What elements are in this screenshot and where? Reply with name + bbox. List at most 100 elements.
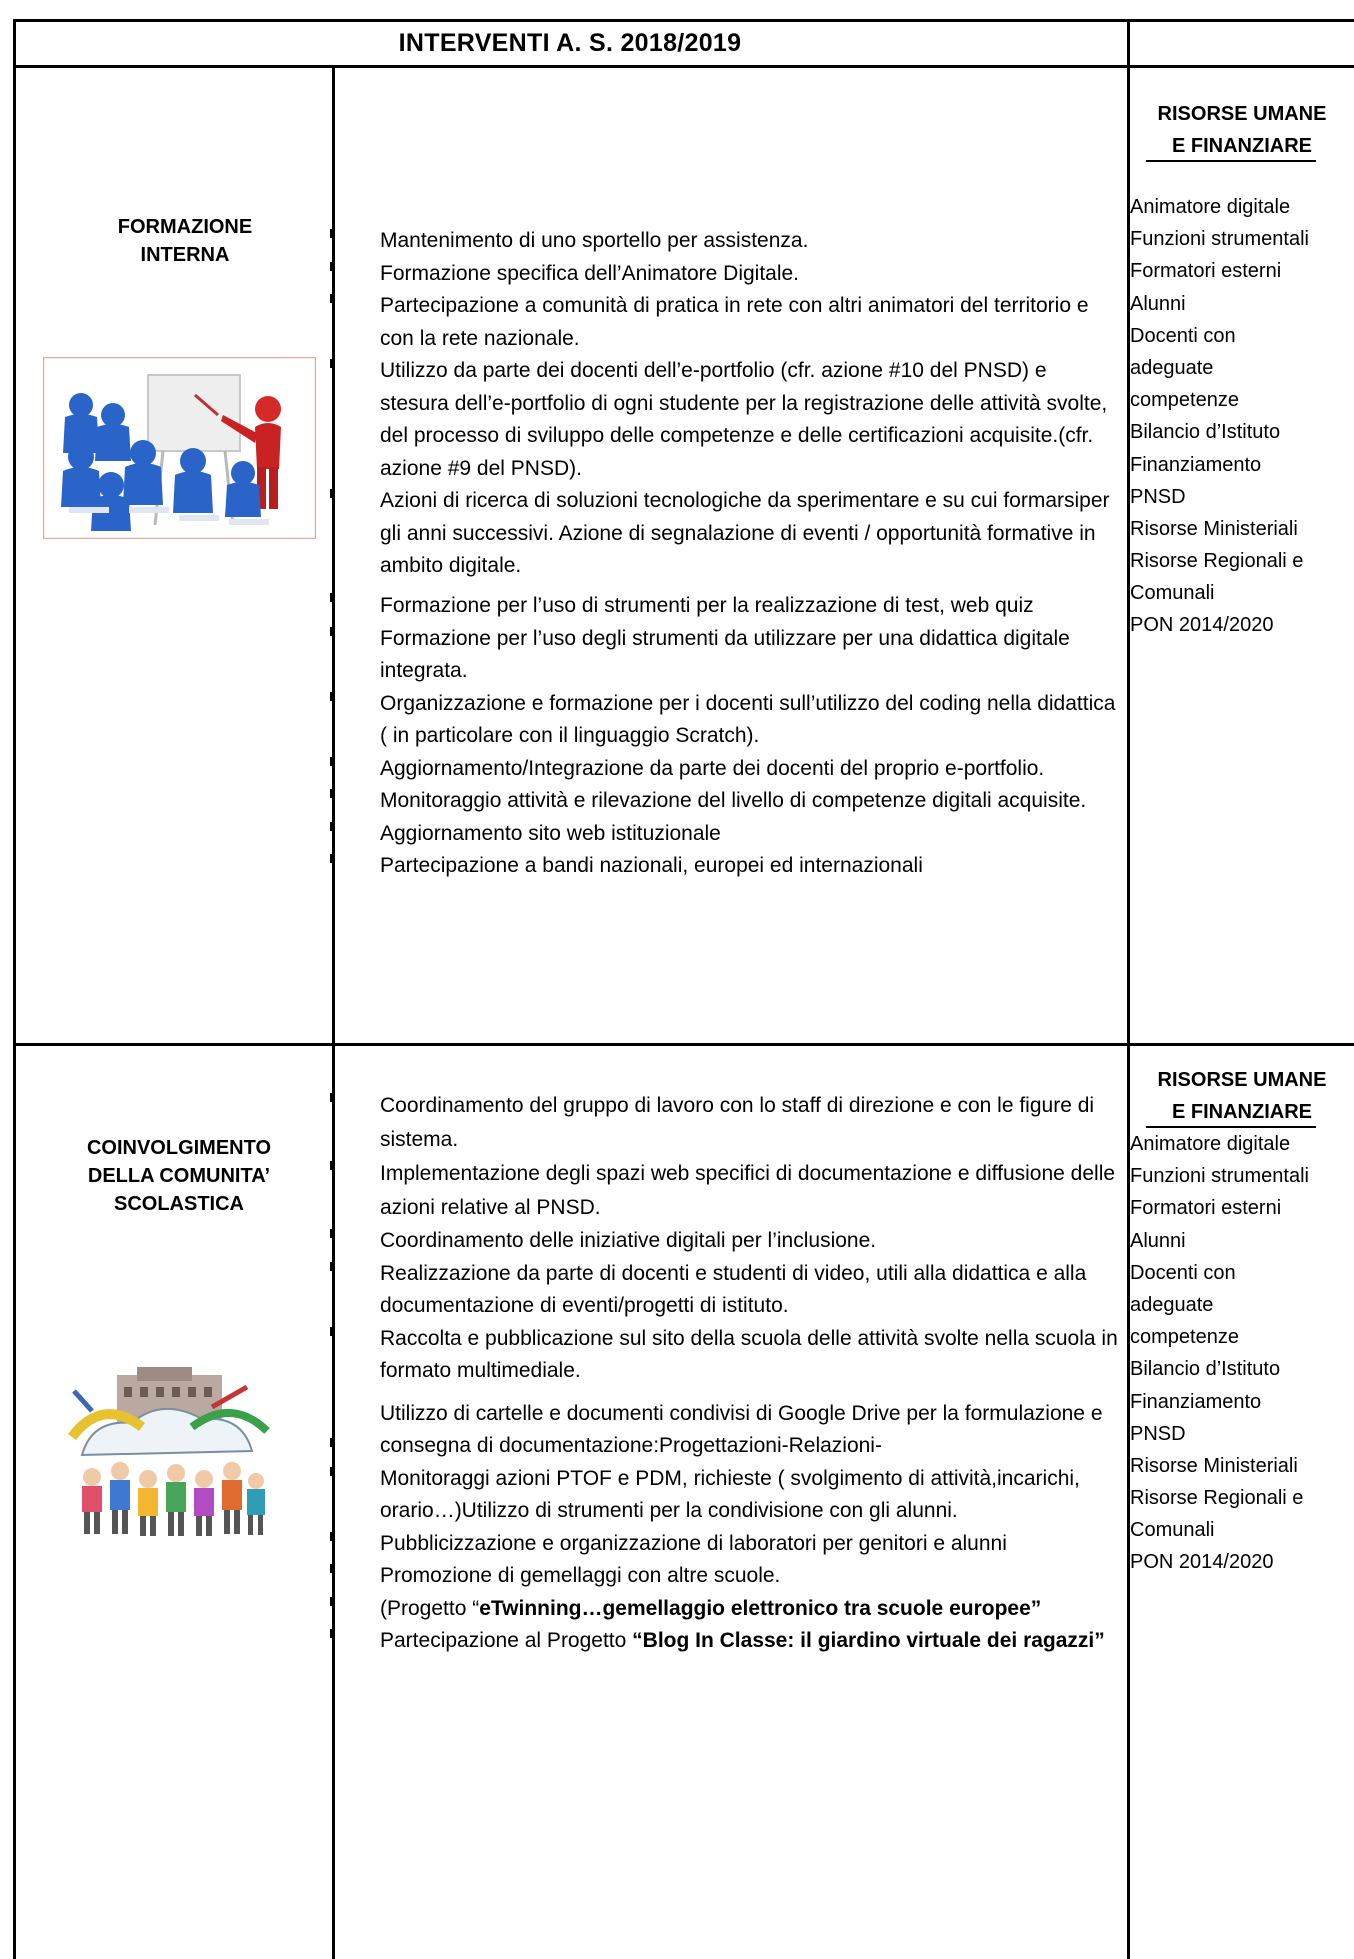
section-title-line: COINVOLGIMENTO: [86, 1137, 272, 1159]
list-item: Monitoraggio attività e rilevazione del …: [330, 785, 1120, 818]
resource-item: PON 2014/2020: [1130, 1551, 1274, 1574]
resource-item: Formatori esterni: [1130, 260, 1282, 283]
section-title-line: INTERNA: [140, 244, 230, 266]
bullet-icon: [330, 1229, 335, 1238]
resources-heading-line: RISORSE UMANE: [1157, 1069, 1327, 1091]
resource-item: Formatori esterni: [1130, 1197, 1282, 1220]
resource-item: adeguate: [1130, 1293, 1214, 1316]
resource-item: Risorse Ministeriali: [1130, 1454, 1298, 1477]
bullet-icon: [330, 359, 335, 368]
list-item: Raccolta e pubblicazione sul sito della …: [330, 1323, 1120, 1388]
bullet-icon: [330, 592, 335, 602]
list-item: Pubblicizzazione e organizzazione di lab…: [330, 1528, 1120, 1561]
bullet-icon: [330, 1437, 335, 1447]
list-item: Utilizzo da parte dei docenti dell’e-por…: [330, 355, 1120, 485]
resource-item: Alunni: [1130, 292, 1186, 315]
list-item: Utilizzo di cartelle e documenti condivi…: [330, 1398, 1120, 1463]
bullet-icon: [330, 821, 335, 831]
table-border-top: [13, 19, 1354, 22]
bullet-icon: [330, 789, 335, 798]
bullet-icon: [330, 854, 335, 863]
formazione-items-list: Mantenimento di uno sportello per assist…: [330, 225, 1120, 883]
resources-heading: RISORSE UMANE E FINANZIARE: [1130, 98, 1354, 162]
column-divider-2: [1127, 19, 1130, 1959]
school-community-children-illustration: [68, 1367, 270, 1536]
bullet-icon: [330, 229, 335, 238]
resource-item: Finanziamento: [1130, 1390, 1262, 1413]
resource-item: Finanziamento: [1130, 453, 1262, 476]
list-item: Mantenimento di uno sportello per assist…: [330, 225, 1120, 258]
resource-item: Comunali: [1130, 582, 1215, 605]
resource-item: adeguate: [1130, 356, 1214, 379]
resource-item: Funzioni strumentali: [1130, 1165, 1309, 1188]
list-item: Formazione per l’uso di strumenti per la…: [330, 589, 1120, 623]
bullet-icon: [330, 489, 335, 498]
resource-item: Animatore digitale: [1130, 1133, 1291, 1155]
list-item: Partecipazione a bandi nazionali, europe…: [330, 850, 1120, 883]
list-item: Implementazione degli spazi web specific…: [330, 1157, 1120, 1225]
bullet-icon: [330, 1093, 335, 1102]
resources-heading-line: E FINANZIARE: [1172, 1101, 1312, 1123]
bullet-icon: [330, 1261, 335, 1271]
bullet-icon: [330, 261, 335, 271]
section-title-line: SCOLASTICA: [114, 1193, 244, 1215]
table-border-left: [13, 19, 16, 1959]
list-item: Coordinamento delle iniziative digitali …: [330, 1225, 1120, 1258]
section-title-coinvolgimento: COINVOLGIMENTO DELLA COMUNITA’ SCOLASTIC…: [34, 1134, 324, 1218]
resource-item: Risorse Regionali e: [1130, 1487, 1304, 1510]
resource-item: Comunali: [1130, 1519, 1215, 1542]
section-title-formazione: FORMAZIONE INTERNA: [40, 213, 330, 269]
bullet-icon: [330, 1564, 335, 1573]
blog-prefix: Partecipazione al Progetto: [380, 1629, 633, 1652]
resource-item: PNSD: [1130, 485, 1186, 508]
bullet-icon: [330, 1466, 335, 1476]
blog-project-name: “Blog In Classe: il giardino virtuale de…: [632, 1629, 1105, 1652]
bullet-icon: [330, 1531, 335, 1541]
list-item: Formazione specifica dell’Animatore Digi…: [330, 258, 1120, 291]
resources-underline-2: [1146, 1126, 1316, 1128]
header-bottom-line: [13, 65, 1354, 68]
bullet-icon: [330, 1629, 335, 1638]
bullet-icon: [330, 1161, 335, 1170]
table-title: INTERVENTI A. S. 2018/2019: [398, 28, 742, 57]
training-presentation-illustration: [43, 357, 316, 539]
resource-item: Risorse Ministeriali: [1130, 517, 1298, 540]
list-item: Realizzazione da parte di docenti e stud…: [330, 1258, 1120, 1323]
resource-item: Funzioni strumentali: [1130, 228, 1309, 251]
resource-item: PON 2014/2020: [1130, 614, 1274, 637]
list-item: (Progetto “eTwinning…gemellaggio elettro…: [330, 1593, 1120, 1626]
list-item: Partecipazione al Progetto “Blog In Clas…: [330, 1625, 1120, 1658]
list-item: Coordinamento del gruppo di lavoro con l…: [330, 1089, 1120, 1157]
resources-heading-line: E FINANZIARE: [1172, 135, 1312, 157]
resources-heading-line: RISORSE UMANE: [1157, 103, 1327, 125]
section-divider-line: [13, 1043, 1354, 1046]
resource-item: PNSD: [1130, 1422, 1186, 1445]
resource-item: Docenti con: [1130, 1261, 1236, 1284]
resource-item: Bilancio d’Istituto: [1130, 421, 1281, 444]
section-title-line: DELLA COMUNITA’: [87, 1165, 271, 1187]
bullet-icon: [330, 294, 335, 303]
list-item: Monitoraggi azioni PTOF e PDM, richieste…: [330, 1463, 1120, 1528]
resource-item: Animatore digitale: [1130, 196, 1291, 218]
resources-list: Animatore digitale Funzioni strumentali …: [1130, 191, 1354, 642]
resource-item: Bilancio d’Istituto: [1130, 1358, 1281, 1381]
etwinning-prefix: (Progetto “: [380, 1596, 480, 1620]
list-item: Aggiornamento/Integrazione da parte dei …: [330, 753, 1120, 786]
resources-list: Animatore digitale Funzioni strumentali …: [1130, 1128, 1354, 1579]
list-item: Formazione per l’uso degli strumenti da …: [330, 623, 1120, 688]
bullet-icon: [330, 1326, 335, 1336]
resources-underline-1: [1146, 160, 1316, 162]
coinvolgimento-items-list: Coordinamento del gruppo di lavoro con l…: [330, 1089, 1120, 1658]
bullet-icon: [330, 756, 335, 766]
resources-heading: RISORSE UMANE E FINANZIARE: [1130, 1064, 1354, 1128]
list-item: Promozione di gemellaggi con altre scuol…: [330, 1560, 1120, 1593]
list-item: Partecipazione a comunità di pratica in …: [330, 290, 1120, 355]
resource-item: Risorse Regionali e: [1130, 550, 1304, 573]
column-divider-1: [332, 66, 335, 1959]
resource-item: competenze: [1130, 389, 1239, 412]
resource-item: Alunni: [1130, 1229, 1186, 1252]
bullet-icon: [330, 626, 335, 636]
list-item: Aggiornamento sito web istituzionale: [330, 818, 1120, 851]
list-item: Azioni di ricerca di soluzioni tecnologi…: [330, 485, 1120, 583]
bullet-icon: [330, 1596, 335, 1606]
